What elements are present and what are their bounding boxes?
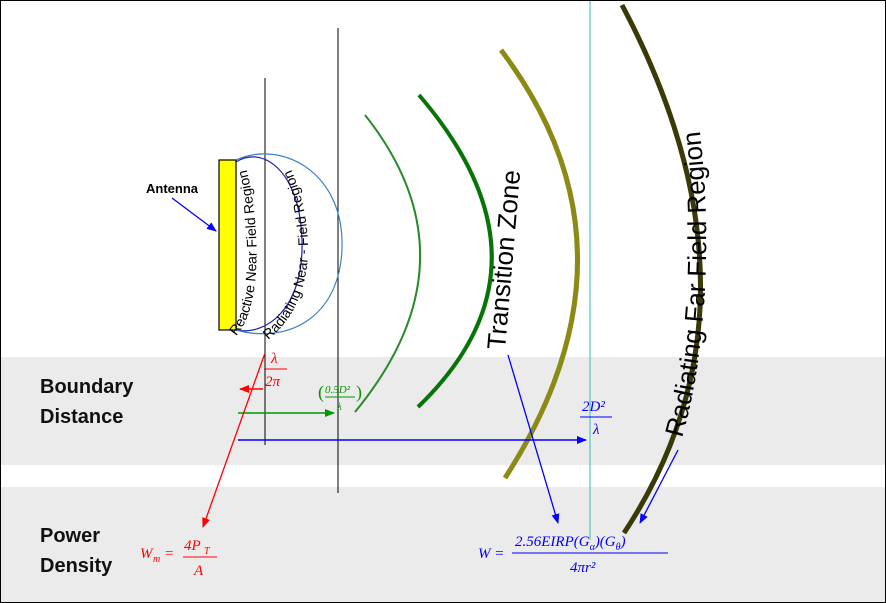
antenna-label: Antenna <box>146 181 199 196</box>
wavefront-3 <box>499 48 580 480</box>
near-boundary-numerator: 0.5D² <box>325 384 351 396</box>
near-boundary-rparen: ) <box>356 382 362 403</box>
wavefront-4 <box>619 3 703 535</box>
far-power-formula: W = 2.56EIRP(Gα)(Gθ) 4πr² <box>478 534 668 576</box>
near-boundary-denominator: λ <box>336 401 342 413</box>
reactive-boundary-denominator: 2π <box>265 374 281 390</box>
far-formula-numerator-part2: )(G <box>594 534 616 550</box>
near-formula-denominator: A <box>193 563 204 579</box>
far-formula-subscript-alpha: α <box>590 542 596 553</box>
transition-zone-label: Transition Zone <box>481 169 526 351</box>
near-formula-numerator-subscript: T <box>204 546 211 557</box>
near-formula-numerator: 4P <box>184 538 201 554</box>
power-label-line2: Density <box>40 555 113 577</box>
far-formula-numerator: 2.56EIRP(Gα)(Gθ) <box>515 534 626 553</box>
far-boundary-formula: 2D² λ <box>580 399 612 438</box>
far-formula-lhs: W = <box>478 546 504 562</box>
reactive-field-loop <box>235 156 303 332</box>
far-formula-numerator-part3: ) <box>620 534 626 550</box>
antenna-element <box>218 159 237 331</box>
power-band <box>1 487 885 602</box>
near-boundary-lparen: ( <box>318 382 324 403</box>
far-boundary-numerator: 2D² <box>582 399 605 415</box>
transition-power-pointer-arrow <box>507 354 560 524</box>
reactive-boundary-numerator: λ <box>270 351 278 367</box>
wavefront-2 <box>416 93 494 409</box>
boundary-label-line1: Boundary <box>40 376 134 398</box>
near-boundary-formula: ( 0.5D² λ ) <box>318 382 362 413</box>
far-formula-subscript-theta: θ <box>616 542 621 553</box>
radiating-near-field-loop <box>235 153 343 335</box>
near-power-pointer-arrow <box>202 352 266 528</box>
near-formula-lhs: W <box>140 546 154 562</box>
far-formula-denominator: 4πr² <box>570 560 596 576</box>
antenna-pointer-arrow <box>171 197 217 232</box>
near-power-formula: W m = 4P T A <box>140 538 217 579</box>
wavefront-1 <box>354 114 422 413</box>
power-label-line1: Power <box>40 525 100 547</box>
reactive-boundary-formula: λ 2π <box>264 351 287 390</box>
near-formula-equals: = <box>165 546 173 562</box>
radiating-near-region-label: Radiating Near - Field Region <box>259 168 311 342</box>
near-formula-lhs-subscript: m <box>153 554 160 565</box>
boundary-label-line2: Distance <box>40 406 123 428</box>
far-formula-numerator-part1: 2.56EIRP(G <box>515 534 590 550</box>
boundary-band <box>1 357 885 465</box>
far-power-pointer-arrow <box>639 449 679 524</box>
far-boundary-denominator: λ <box>592 422 600 438</box>
